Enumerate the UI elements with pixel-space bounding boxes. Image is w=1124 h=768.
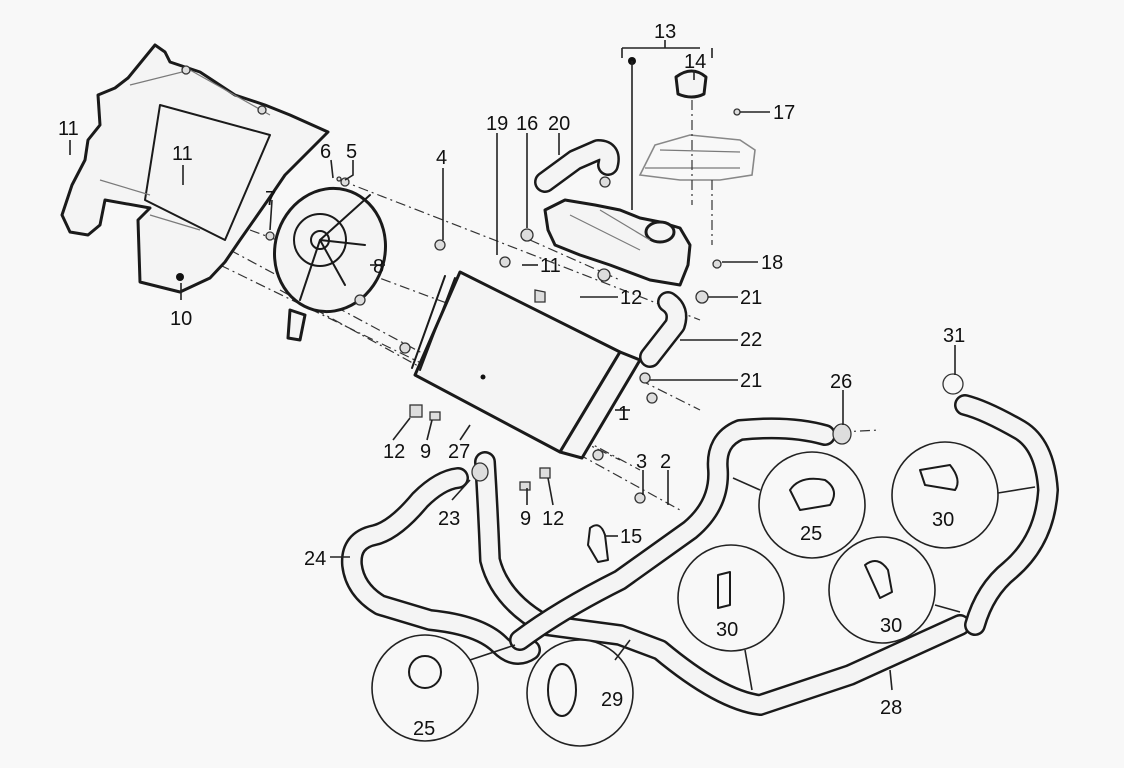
label-30b: 30 <box>716 619 738 641</box>
detail-circle-clip-30 <box>828 536 936 644</box>
radiator-side-tank <box>558 350 642 460</box>
hose-network <box>340 394 1059 716</box>
label-25a: 25 <box>800 523 822 545</box>
label-10: 10 <box>170 308 192 330</box>
filler-neck <box>644 220 676 244</box>
label-25b: 25 <box>413 718 435 740</box>
label-16: 16 <box>516 113 538 135</box>
label-9a: 9 <box>420 441 431 463</box>
strap-illustration <box>547 663 577 717</box>
fan-connector <box>286 308 307 342</box>
label-4: 4 <box>436 147 447 169</box>
radiator-shroud-bracket <box>60 43 330 294</box>
expansion-tank-cap <box>674 69 708 99</box>
clamp-illustration <box>789 477 835 511</box>
label-26: 26 <box>830 371 852 393</box>
mount-hole <box>176 273 184 281</box>
label-28: 28 <box>880 697 902 719</box>
clip-illustration <box>864 560 893 599</box>
clamp-23 <box>471 462 489 482</box>
leader-lines <box>69 40 956 691</box>
label-12c: 12 <box>542 508 564 530</box>
detail-circle-clamp-25 <box>758 451 866 559</box>
tank-to-radiator-hose <box>639 291 688 368</box>
label-11c: 11 <box>540 255 561 277</box>
detail-circle-strap-29 <box>526 639 634 747</box>
breather-hose <box>534 139 620 193</box>
label-19: 19 <box>486 113 508 135</box>
label-29: 29 <box>601 689 623 711</box>
radiator <box>411 270 642 460</box>
label-5: 5 <box>346 141 357 163</box>
label-21a: 21 <box>740 287 762 309</box>
clamp-26 <box>832 423 852 445</box>
label-12a: 12 <box>620 287 642 309</box>
label-1: 1 <box>618 403 629 425</box>
expansion-tank-cover <box>638 100 756 245</box>
callout-labels: 1 2 3 4 5 6 7 8 9 9 10 11 11 11 12 12 12… <box>58 21 965 740</box>
mount-hole <box>257 105 267 115</box>
label-30c: 30 <box>880 615 902 637</box>
label-2: 2 <box>660 451 671 473</box>
label-7: 7 <box>265 188 276 210</box>
label-20: 20 <box>548 113 570 135</box>
label-31: 31 <box>943 325 965 347</box>
clip-illustration <box>717 571 731 609</box>
label-12b: 12 <box>383 441 405 463</box>
label-24: 24 <box>304 548 326 570</box>
label-22: 22 <box>740 329 762 351</box>
clip-illustration <box>919 464 959 491</box>
label-3: 3 <box>636 451 647 473</box>
clamp-31 <box>942 373 964 395</box>
label-27: 27 <box>448 441 470 463</box>
label-9b: 9 <box>520 508 531 530</box>
label-8: 8 <box>373 256 384 278</box>
label-15: 15 <box>620 526 642 548</box>
label-18: 18 <box>761 252 783 274</box>
label-30a: 30 <box>932 509 954 531</box>
axis-line <box>339 179 701 321</box>
cooling-fan <box>273 186 387 342</box>
label-17: 17 <box>773 102 795 124</box>
label-6: 6 <box>320 141 331 163</box>
label-13: 13 <box>654 21 676 43</box>
mount-hole <box>181 65 191 75</box>
label-14: 14 <box>684 51 706 73</box>
retainer-15 <box>587 524 609 563</box>
label-11a: 11 <box>58 118 79 140</box>
detail-circle-clip-30 <box>891 441 999 549</box>
detail-callouts <box>371 441 1036 747</box>
label-21b: 21 <box>740 370 762 392</box>
small-parts <box>265 108 964 563</box>
expansion-tank <box>543 198 692 287</box>
axis-line <box>639 379 701 411</box>
label-11b: 11 <box>172 143 193 165</box>
clamp-illustration <box>408 655 442 689</box>
label-23: 23 <box>438 508 460 530</box>
